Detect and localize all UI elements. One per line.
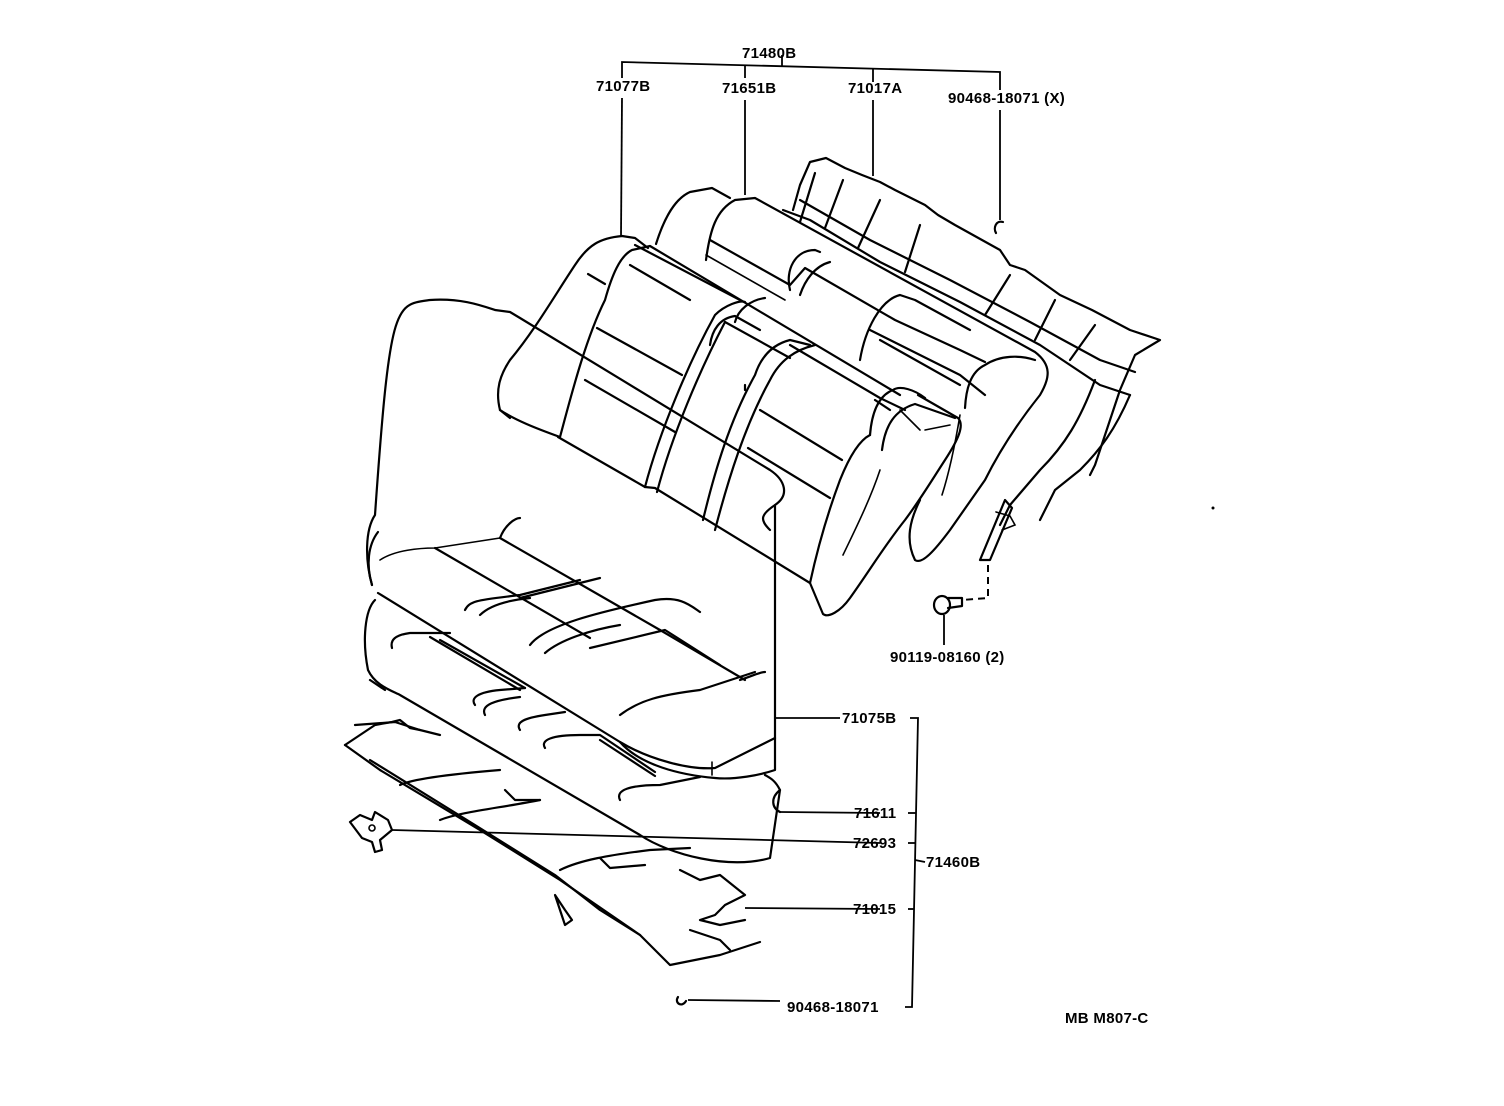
- speck: [1211, 506, 1215, 510]
- bolt-drawing: [932, 565, 989, 645]
- hog-ring-clip-icon: [993, 220, 1005, 235]
- label-cushion-assy: 71460B: [926, 854, 981, 871]
- seat-back-cover-drawing: [496, 234, 962, 617]
- label-seat-back-assy: 71480B: [742, 45, 797, 62]
- label-cushion-pad: 71611: [854, 805, 897, 822]
- label-cushion-frame: 71015: [853, 901, 897, 918]
- label-cushion-cover: 71075B: [842, 710, 897, 727]
- cushion-frame-drawing: [343, 718, 881, 967]
- cushion-pad-drawing: [363, 598, 881, 864]
- lower-hog-ring-icon: [675, 995, 688, 1006]
- label-cushion-hog-ring: 90468-18071: [787, 999, 879, 1016]
- label-seat-back-pad: 71651B: [722, 80, 777, 97]
- cushion-cover-drawing: [365, 298, 840, 780]
- seat-back-callout-tree: [620, 55, 1001, 238]
- label-bolt: 90119-08160 (2): [890, 649, 1005, 666]
- label-seat-back-frame: 71017A: [848, 80, 903, 97]
- label-cushion-clip: 72693: [853, 835, 897, 852]
- seat-back-frame-drawing: [781, 156, 1162, 562]
- label-seat-back-cover: 71077B: [596, 78, 651, 95]
- seat-back-pad-drawing: [654, 186, 1049, 563]
- cushion-clip-drawing: [348, 810, 881, 854]
- figure-code: MB M807-C: [1065, 1010, 1149, 1027]
- label-back-hog-ring: 90468-18071 (X): [948, 90, 1066, 107]
- cushion-callout-tree: [905, 717, 926, 1008]
